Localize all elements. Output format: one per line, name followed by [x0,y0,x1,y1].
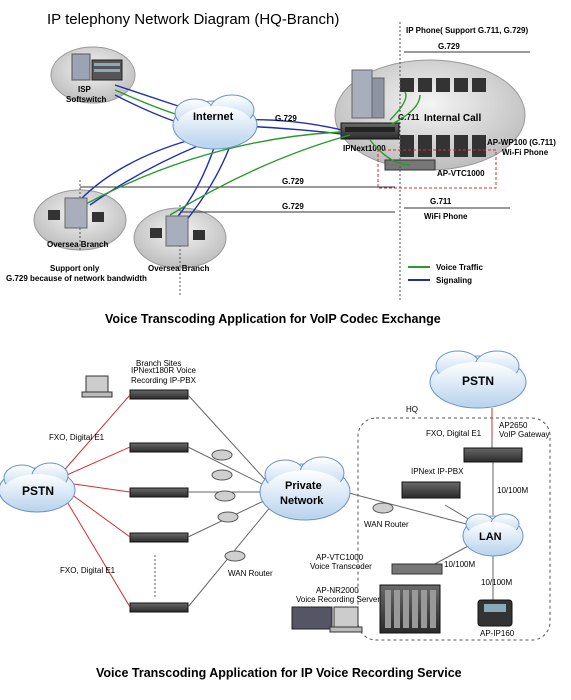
pstn-right-cloud [429,350,527,409]
isp-servers-icon [71,53,123,81]
legend-signal-label: Signaling [436,276,472,285]
isp-label: ISP [78,85,92,94]
g729-mid2-label: G.729 [282,202,304,211]
private-label-1: Private [285,480,322,492]
wifi-phone-label: WiFi Phone [424,212,468,221]
g711-internal-label: G.711 [398,113,420,122]
vtc-red-box [377,149,497,189]
support-label-1: Support only [50,264,100,273]
top-title: IP telephony Network Diagram (HQ-Branch) [47,11,339,28]
oversea-building-1-icon [48,197,104,229]
vtc1000-label: AP-VTC1000 [437,169,485,178]
speed-label-3: 10/100M [481,578,512,587]
branch-pc-icon [81,375,113,398]
ip160-label: AP-IP160 [480,629,515,638]
branch-sites-label: Branch Sites [136,359,181,368]
ip-phone-icon [477,599,513,627]
oversea1-label: Oversea Branch [47,240,108,249]
legend-voice-label: Voice Traffic [436,263,484,272]
wp100-label: AP-WP100 (G.711) [487,138,556,147]
pstn-left-label: PSTN [22,484,54,498]
fxo-label-2: FXO, Digital E1 [60,566,116,575]
top-caption: Voice Transcoding Application for VoIP C… [105,312,441,326]
ipnext180-label-1: IPNext180R Voice [131,366,196,375]
nr-label-1: AP-NR2000 [316,586,359,595]
hq-label: HQ [406,405,418,414]
private-network-cloud [259,456,351,521]
recording-pc-icon [291,606,363,633]
lan-label: LAN [479,531,502,543]
lan-cloud [462,513,524,557]
speed-label-1: 10/100M [497,486,528,495]
wan-router-label-2: WAN Router [364,520,409,529]
fxo-hq-label: FXO, Digital E1 [426,429,482,438]
speed-label-2: 10/100M [444,560,475,569]
wan-router-label-1: WAN Router [228,569,273,578]
ip-phone-header: IP Phone( Support G.711, G.729) [406,26,528,35]
ip-phones-icon [400,78,486,157]
vtc-label-2: Voice Transcoder [310,562,372,571]
nr2000-server [379,584,441,634]
ipnext-pbx-device [401,481,461,499]
g729-link-label: G.729 [275,114,297,123]
pstn-right-label: PSTN [462,374,494,388]
internal-call-label: Internal Call [424,113,481,124]
hq-building-icon [351,69,385,119]
ap2650-label-1: AP2650 [499,421,528,430]
vtc-label-1: AP-VTC1000 [316,553,364,562]
wifi-phone-type-label: Wi-Fi Phone [502,148,549,157]
ipnext1000-device [340,122,400,140]
g711-wifi-label: G.711 [430,197,452,206]
branch-ipbx-devices [129,389,189,613]
pstn-left-cloud [0,462,76,513]
vtc-device [391,563,443,575]
internet-label: Internet [193,111,234,123]
fxo-label-1: FXO, Digital E1 [49,433,105,442]
private-label-2: Network [280,495,324,507]
ap2650-device [463,447,523,463]
ipnext180-label-2: Recording IP-PBX [131,376,197,385]
ipnext-pbx-label: IPNext IP-PBX [411,467,464,476]
ap2650-label-2: VoIP Gateway [499,430,550,439]
internet-cloud [172,94,258,150]
g729-mid1-label: G.729 [282,177,304,186]
ipnext-label: IPNext1000 [343,144,386,153]
oversea2-label: Oversea Branch [148,264,209,273]
hq-box [357,417,551,641]
softswitch-label: Softswitch [66,95,107,104]
g729-top-label: G.729 [438,42,460,51]
support-label-2: G.729 because of network bandwidth [6,274,147,283]
oversea-building-2-icon [150,215,205,247]
bottom-caption: Voice Transcoding Application for IP Voi… [96,666,462,680]
nr-label-2: Voice Recording Server [296,595,380,604]
wan-router-icons [211,449,394,562]
